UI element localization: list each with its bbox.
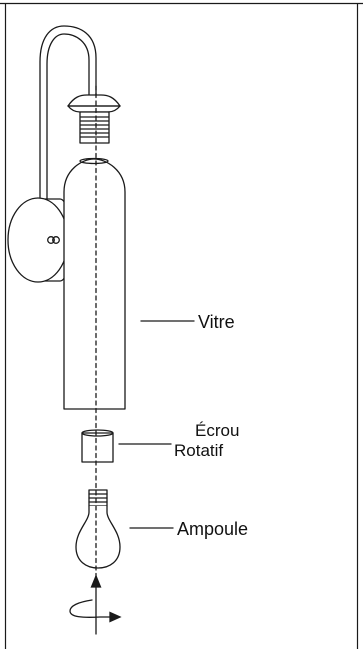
wall-plate	[7, 197, 72, 283]
light-bulb	[75, 489, 121, 569]
nut-label-line1: Écrou	[195, 421, 239, 440]
threaded-socket	[79, 111, 110, 144]
rotation-arrow-icon	[69, 574, 122, 635]
rotating-nut	[81, 429, 114, 463]
nut-label-line2: Rotatif	[174, 441, 223, 460]
glass-tube	[63, 157, 126, 410]
bulb-label: Ampoule	[177, 519, 248, 539]
socket-cap	[67, 94, 121, 113]
lamp-arm	[39, 25, 97, 209]
glass-label: Vitre	[198, 312, 235, 332]
